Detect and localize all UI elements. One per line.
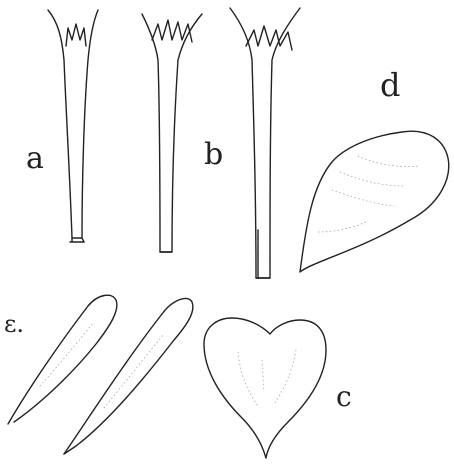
petal-e-right — [64, 298, 193, 454]
label-e: ε. — [4, 310, 24, 338]
label-b: b — [204, 137, 223, 172]
label-d: d — [380, 66, 400, 104]
petal-c — [204, 318, 326, 458]
label-c: c — [336, 380, 352, 413]
label-a: a — [26, 141, 44, 176]
corolla-tube-a — [48, 10, 98, 242]
petal-e-left — [8, 295, 117, 424]
corolla-tube-long — [230, 8, 300, 278]
corolla-tube-b — [142, 14, 202, 252]
petal-d — [300, 131, 449, 272]
